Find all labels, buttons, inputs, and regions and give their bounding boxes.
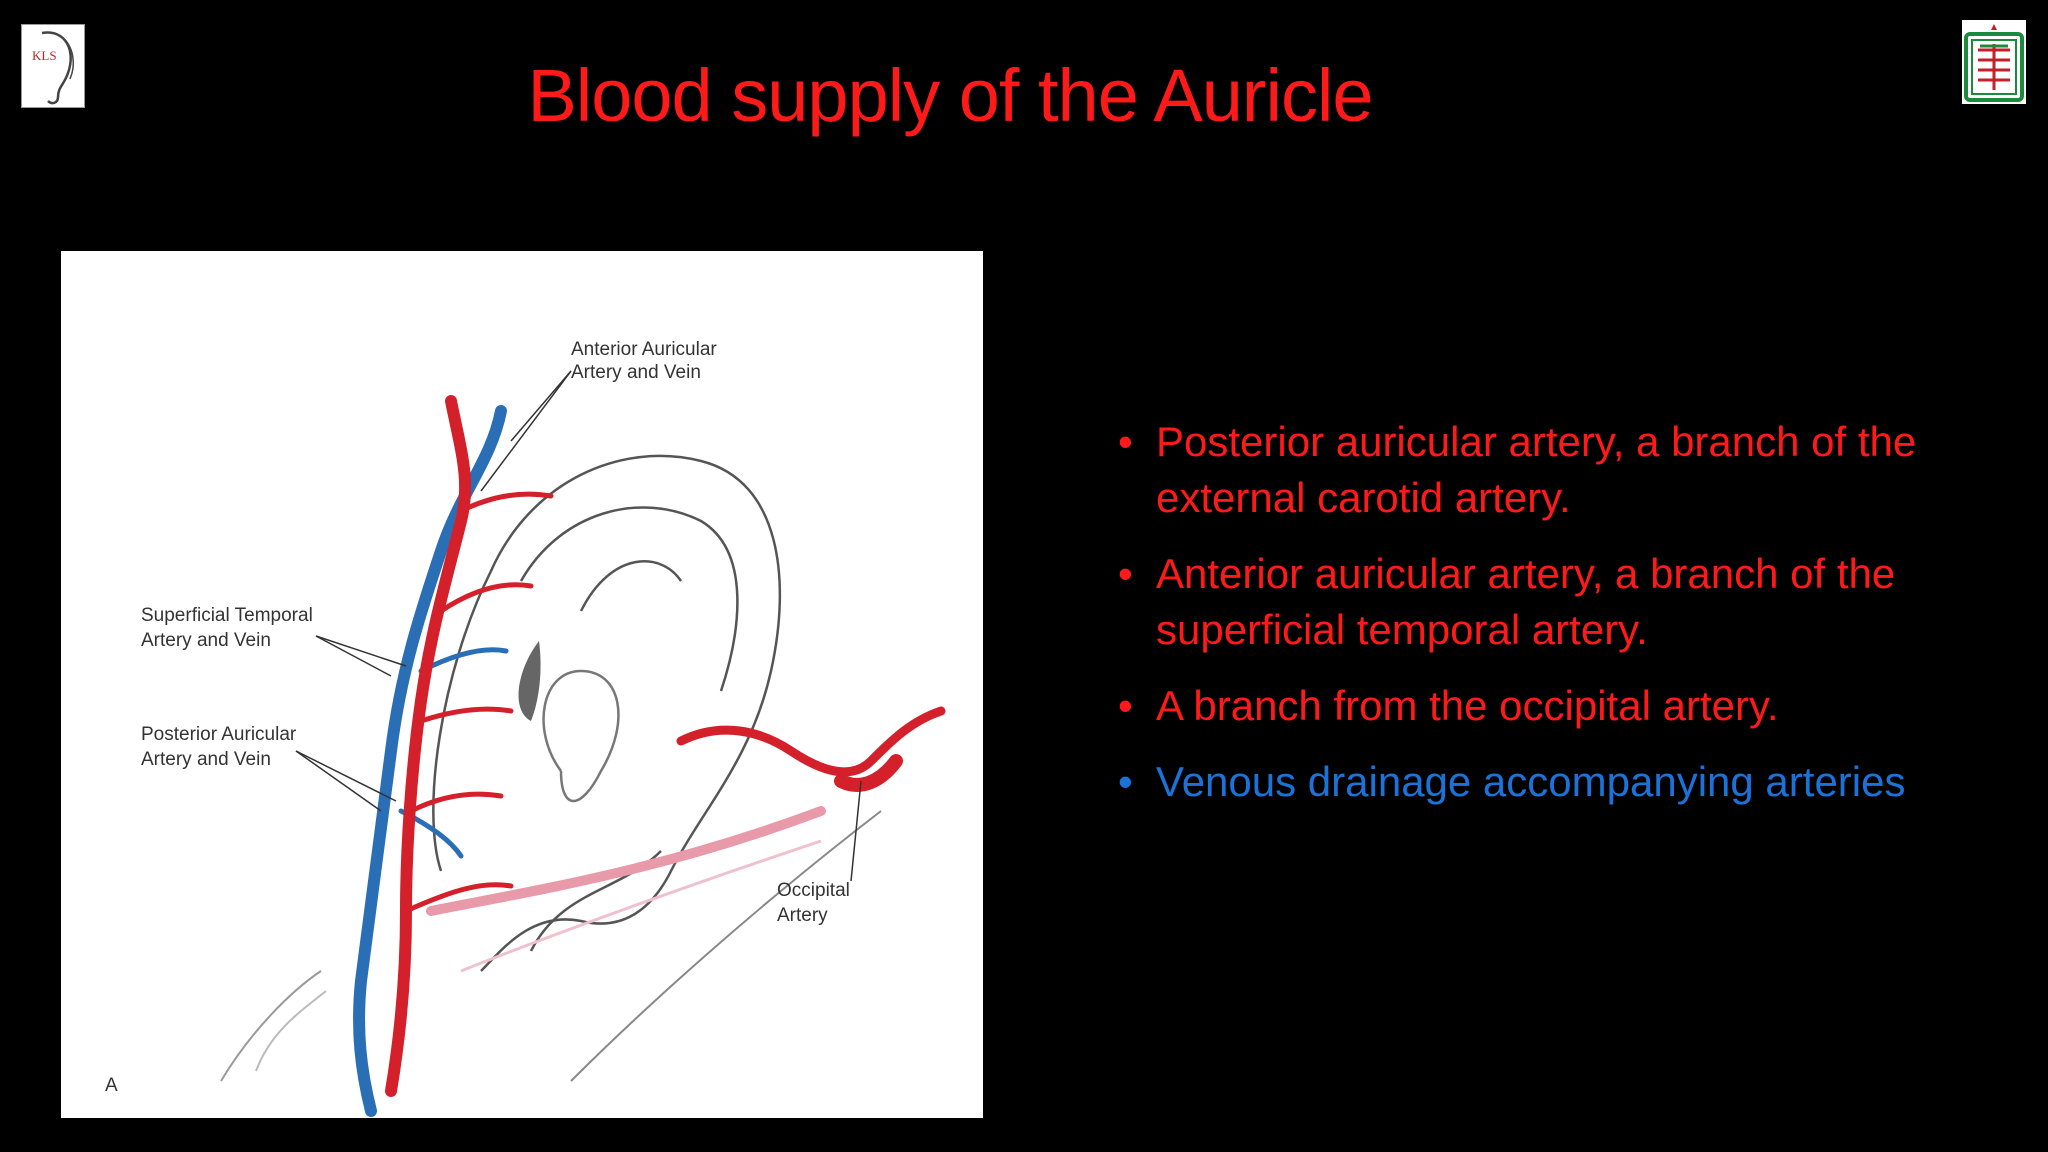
bullet-list: • Posterior auricular artery, a branch o… (1110, 414, 2010, 830)
bullet-text: Posterior auricular artery, a branch of … (1156, 418, 1917, 521)
bullet-item: • Posterior auricular artery, a branch o… (1110, 414, 2010, 526)
occipital-artery-label-line2: Artery (777, 905, 828, 926)
bullet-item: • A branch from the occipital artery. (1110, 678, 2010, 734)
anterior-auricular-label-line1: Anterior Auricular (571, 339, 717, 360)
bullet-item: • Anterior auricular artery, a branch of… (1110, 546, 2010, 658)
posterior-auricular-label-line1: Posterior Auricular (141, 724, 297, 745)
bullet-text: Anterior auricular artery, a branch of t… (1156, 550, 1896, 653)
bullet-glyph: • (1118, 758, 1133, 805)
bullet-glyph: • (1118, 682, 1133, 729)
superficial-temporal-label-line1: Superficial Temporal (141, 605, 313, 626)
anterior-auricular-label-line2: Artery and Vein (571, 362, 701, 383)
bullet-text: A branch from the occipital artery. (1156, 682, 1779, 729)
auricle-blood-supply-diagram: Anterior Auricular Artery and Vein Super… (61, 251, 983, 1118)
ear-outline (432, 454, 782, 972)
slide-title: Blood supply of the Auricle (527, 54, 1373, 137)
superficial-temporal-label-line2: Artery and Vein (141, 630, 271, 651)
concha-shadow (518, 641, 541, 721)
svg-text:KLS: KLS (32, 48, 57, 63)
kls-logo: KLS (21, 24, 85, 108)
bullet-text: Venous drainage accompanying arteries (1156, 758, 1906, 805)
artery-branches (403, 491, 554, 914)
bullet-glyph: • (1118, 550, 1133, 597)
bullet-glyph: • (1118, 418, 1133, 465)
bullet-item: • Venous drainage accompanying arteries (1110, 754, 2010, 810)
superficial-temporal-vein (353, 405, 507, 1117)
occipital-artery (676, 706, 946, 777)
superficial-temporal-artery (385, 395, 472, 1097)
institution-logo (1962, 20, 2026, 104)
panel-letter: A (105, 1075, 118, 1096)
posterior-auricular-label-line2: Artery and Vein (141, 749, 271, 770)
pink-lower-branch (426, 806, 826, 916)
occipital-artery-label-line1: Occipital (777, 880, 850, 901)
